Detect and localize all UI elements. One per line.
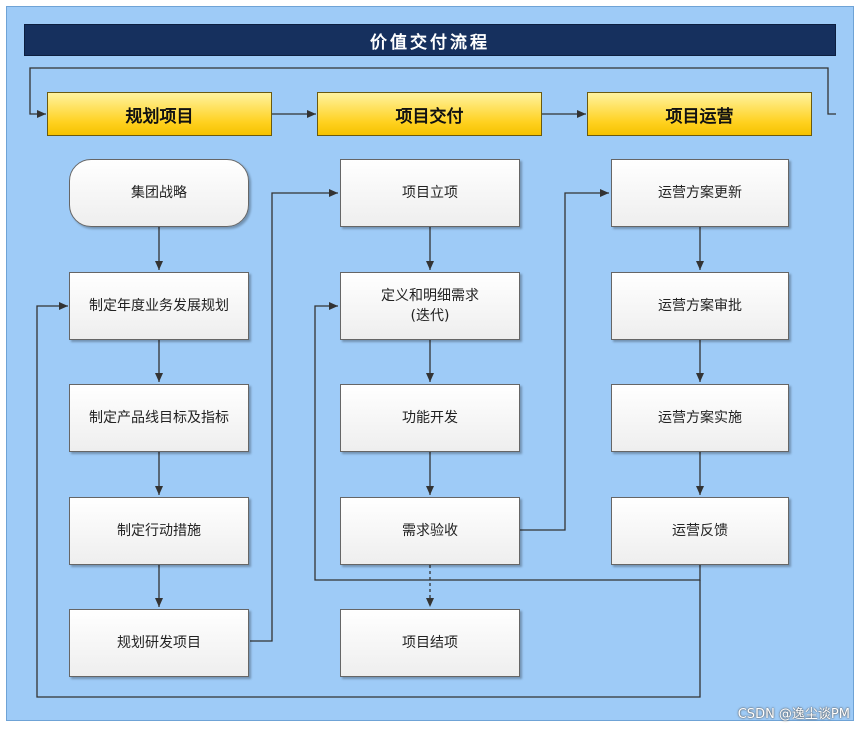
- node-project-closure: 项目结项: [340, 609, 520, 677]
- node-annual-plan: 制定年度业务发展规划: [69, 272, 249, 340]
- node-requirement-acceptance: 需求验收: [340, 497, 520, 565]
- phase-delivery: 项目交付: [317, 92, 542, 136]
- node-project-initiation: 项目立项: [340, 159, 520, 227]
- node-product-line-goals: 制定产品线目标及指标: [69, 384, 249, 452]
- phase-operation: 项目运营: [587, 92, 812, 136]
- diagram-title: 价值交付流程: [24, 24, 836, 56]
- node-plan-rd-project: 规划研发项目: [69, 609, 249, 677]
- phase-planning: 规划项目: [47, 92, 272, 136]
- node-define-requirements: 定义和明细需求 (迭代): [340, 272, 520, 340]
- phase-loop-arrow: [29, 67, 836, 118]
- node-operation-feedback: 运营反馈: [611, 497, 789, 565]
- node-operation-plan-update: 运营方案更新: [611, 159, 789, 227]
- arrow-plan-to-delivery: [250, 189, 338, 642]
- arrow-iteration-loop: [314, 302, 701, 581]
- watermark: CSDN @逸尘谈PM: [737, 707, 850, 722]
- node-operation-plan-implementation: 运营方案实施: [611, 384, 789, 452]
- node-operation-plan-approval: 运营方案审批: [611, 272, 789, 340]
- arrow-del-to-operation: [520, 189, 609, 531]
- node-group-strategy: 集团战略: [69, 159, 249, 227]
- node-action-measures: 制定行动措施: [69, 497, 249, 565]
- arrow-feedback-loop: [36, 302, 701, 698]
- node-feature-development: 功能开发: [340, 384, 520, 452]
